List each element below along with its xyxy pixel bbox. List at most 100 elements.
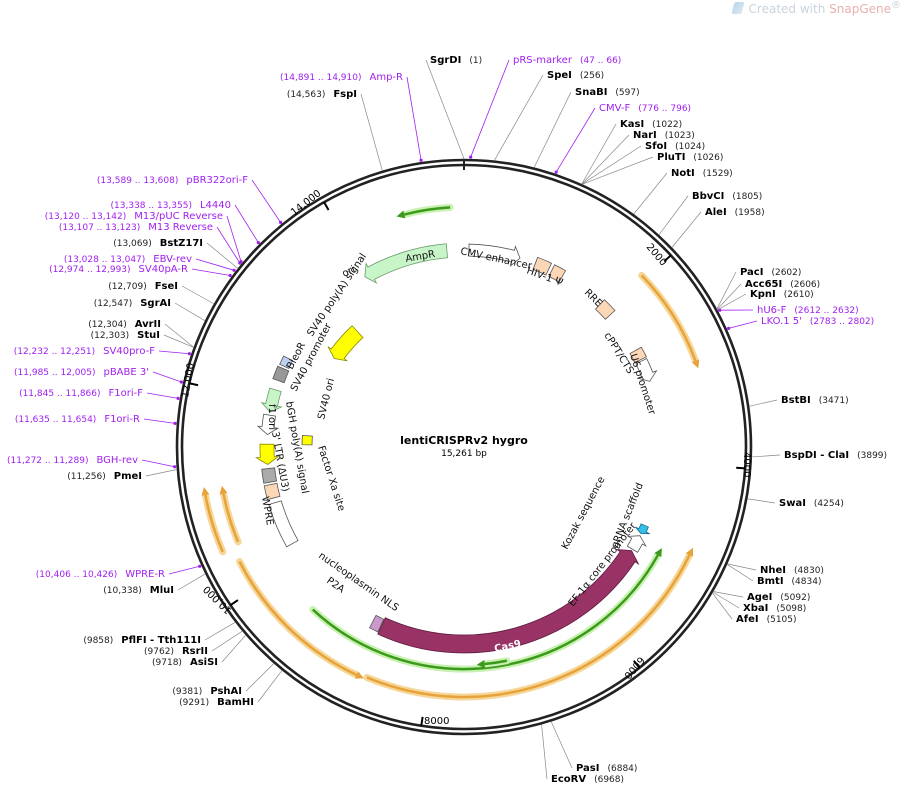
site-kasi: KasI(1022) bbox=[620, 119, 682, 130]
primer-leader bbox=[216, 226, 241, 264]
site-avrii: (12,304)AvrII bbox=[88, 319, 161, 330]
primer-prs-marker: pRS-marker(47 .. 66) bbox=[513, 55, 621, 66]
site-spei: SpeI(256) bbox=[547, 70, 604, 81]
ltr-box bbox=[263, 482, 281, 501]
primer-leader bbox=[143, 418, 176, 424]
site-bspdi-clai: BspDI - ClaI(3899) bbox=[784, 450, 887, 461]
tick-mark bbox=[633, 660, 641, 669]
site-leader bbox=[425, 59, 465, 160]
f1-ori-arrow bbox=[254, 443, 280, 465]
site-paci: PacI(2602) bbox=[740, 267, 801, 278]
primer-m13-puc-reverse: (13,120 .. 13,142)M13/pUC Reverse bbox=[45, 211, 223, 222]
site-leader bbox=[541, 724, 548, 780]
site-fspi: (14,563)FspI bbox=[287, 89, 357, 100]
orf-arc bbox=[484, 659, 508, 666]
site-acc65i: Acc65I(2606) bbox=[745, 279, 820, 290]
plasmid-size: 15,261 bp bbox=[441, 449, 487, 459]
orf-arrowhead bbox=[685, 547, 694, 557]
primer-pbabe-3: (11,985 .. 12,005)pBABE 3' bbox=[14, 367, 149, 378]
site-leader bbox=[713, 591, 744, 598]
orf-arc bbox=[366, 554, 691, 699]
site-pasi: PasI(6884) bbox=[576, 763, 637, 774]
primer-ebv-rev: (13,028 .. 13,047)EBV-rev bbox=[64, 254, 192, 265]
primer-marker bbox=[727, 326, 731, 331]
orf-arrowhead bbox=[476, 660, 486, 669]
site-leader bbox=[164, 323, 195, 348]
sv40-polya-box bbox=[272, 365, 290, 384]
site-agei: AgeI(5092) bbox=[747, 592, 810, 603]
site-bstbi: BstBI(3471) bbox=[781, 395, 849, 406]
site-leader bbox=[581, 145, 642, 185]
primer-leader bbox=[728, 320, 758, 329]
orf-arrowhead bbox=[354, 671, 364, 679]
tick-label: 6000 bbox=[621, 654, 646, 681]
cppt-box bbox=[629, 346, 647, 364]
sv40-promoter-arrow bbox=[256, 413, 280, 435]
cas9-arrow bbox=[377, 548, 640, 654]
backbone bbox=[175, 158, 753, 736]
site-pflfi-tth111i: (9858)PflFI - Tth111I bbox=[83, 635, 201, 646]
hiv1-psi-box-2 bbox=[548, 264, 567, 283]
ori-arrow bbox=[327, 325, 364, 362]
primer-leader bbox=[168, 565, 200, 575]
tick-mark bbox=[736, 466, 746, 470]
site-leader bbox=[712, 592, 733, 620]
site-noti: NotI(1529) bbox=[671, 168, 733, 179]
primer-f1ori-r: (11,635 .. 11,654)F1ori-R bbox=[15, 414, 140, 425]
site-leader bbox=[747, 498, 776, 504]
primer-leader bbox=[251, 179, 281, 223]
primer-marker bbox=[176, 396, 180, 400]
primer-marker bbox=[173, 465, 177, 469]
site-leader bbox=[174, 302, 206, 322]
site-leader bbox=[221, 634, 247, 663]
primer-marker bbox=[278, 220, 283, 224]
primer-marker bbox=[198, 564, 202, 568]
site-leader bbox=[211, 630, 243, 652]
primer-f1ori-f: (11,845 .. 11,866)F1ori-F bbox=[19, 388, 143, 399]
orf-arc bbox=[204, 494, 224, 553]
site-leader bbox=[206, 242, 239, 269]
site-kpni: KpnI(2610) bbox=[750, 289, 814, 300]
orf-arc-halo bbox=[236, 558, 361, 679]
site-sgrdi: SgrDI(1) bbox=[430, 55, 482, 66]
orf-arc bbox=[640, 274, 697, 362]
restriction-sites: SgrDI(1) SpeI(256) SnaBI(597) KasI(1022)Nar… bbox=[67, 55, 887, 785]
em7-box bbox=[279, 355, 294, 369]
primer-cmv-f: CMV-F(776 .. 796) bbox=[599, 103, 691, 114]
site-leader bbox=[581, 156, 654, 185]
primer-bgh-rev: (11,272 .. 11,289)BGH-rev bbox=[7, 455, 138, 466]
tick-label: 4000 bbox=[741, 452, 752, 477]
feature-label-p2a: P2A bbox=[324, 575, 346, 595]
primer-marker bbox=[256, 240, 260, 245]
site-nhei: NheI(4830) bbox=[760, 565, 824, 576]
primer-lko-1-5: LKO.1 5'(2783 .. 2802) bbox=[761, 316, 874, 327]
feature-label-wpre: WPRE bbox=[259, 496, 275, 527]
site-leader bbox=[533, 91, 572, 168]
primer-marker bbox=[554, 170, 558, 174]
feature-label-factor-xa: Factor Xa site bbox=[315, 445, 346, 513]
site-sfoi: SfoI(1024) bbox=[645, 141, 705, 152]
site-leader bbox=[749, 399, 778, 407]
site-nari: NarI(1023) bbox=[633, 130, 695, 141]
p2a-nls-box bbox=[368, 614, 385, 633]
site-snabi: SnaBI(597) bbox=[575, 87, 640, 98]
tick-mark bbox=[189, 382, 199, 387]
bleor-arrow bbox=[260, 387, 283, 413]
site-leader bbox=[177, 573, 206, 591]
primer-leader bbox=[234, 204, 259, 243]
primer-leader bbox=[470, 59, 510, 158]
primer-leader bbox=[146, 392, 179, 399]
site-leader bbox=[751, 454, 781, 458]
tick-label: 2000 bbox=[644, 242, 669, 269]
tick-mark bbox=[323, 201, 330, 211]
site-bmti: BmtI(4834) bbox=[757, 576, 821, 587]
site-leader bbox=[658, 195, 689, 236]
snapgene-watermark: Created with SnapGene® bbox=[730, 0, 901, 16]
hiv1-psi-box bbox=[532, 256, 553, 276]
primer-marker bbox=[173, 421, 177, 425]
site-xbai: XbaI(5098) bbox=[743, 603, 806, 614]
site-pmei: (11,256)PmeI bbox=[67, 471, 142, 482]
feature-label-f1-ori: f1 ori bbox=[266, 404, 277, 430]
site-alei: AleI(1958) bbox=[705, 207, 765, 218]
primer-marker bbox=[239, 259, 243, 264]
